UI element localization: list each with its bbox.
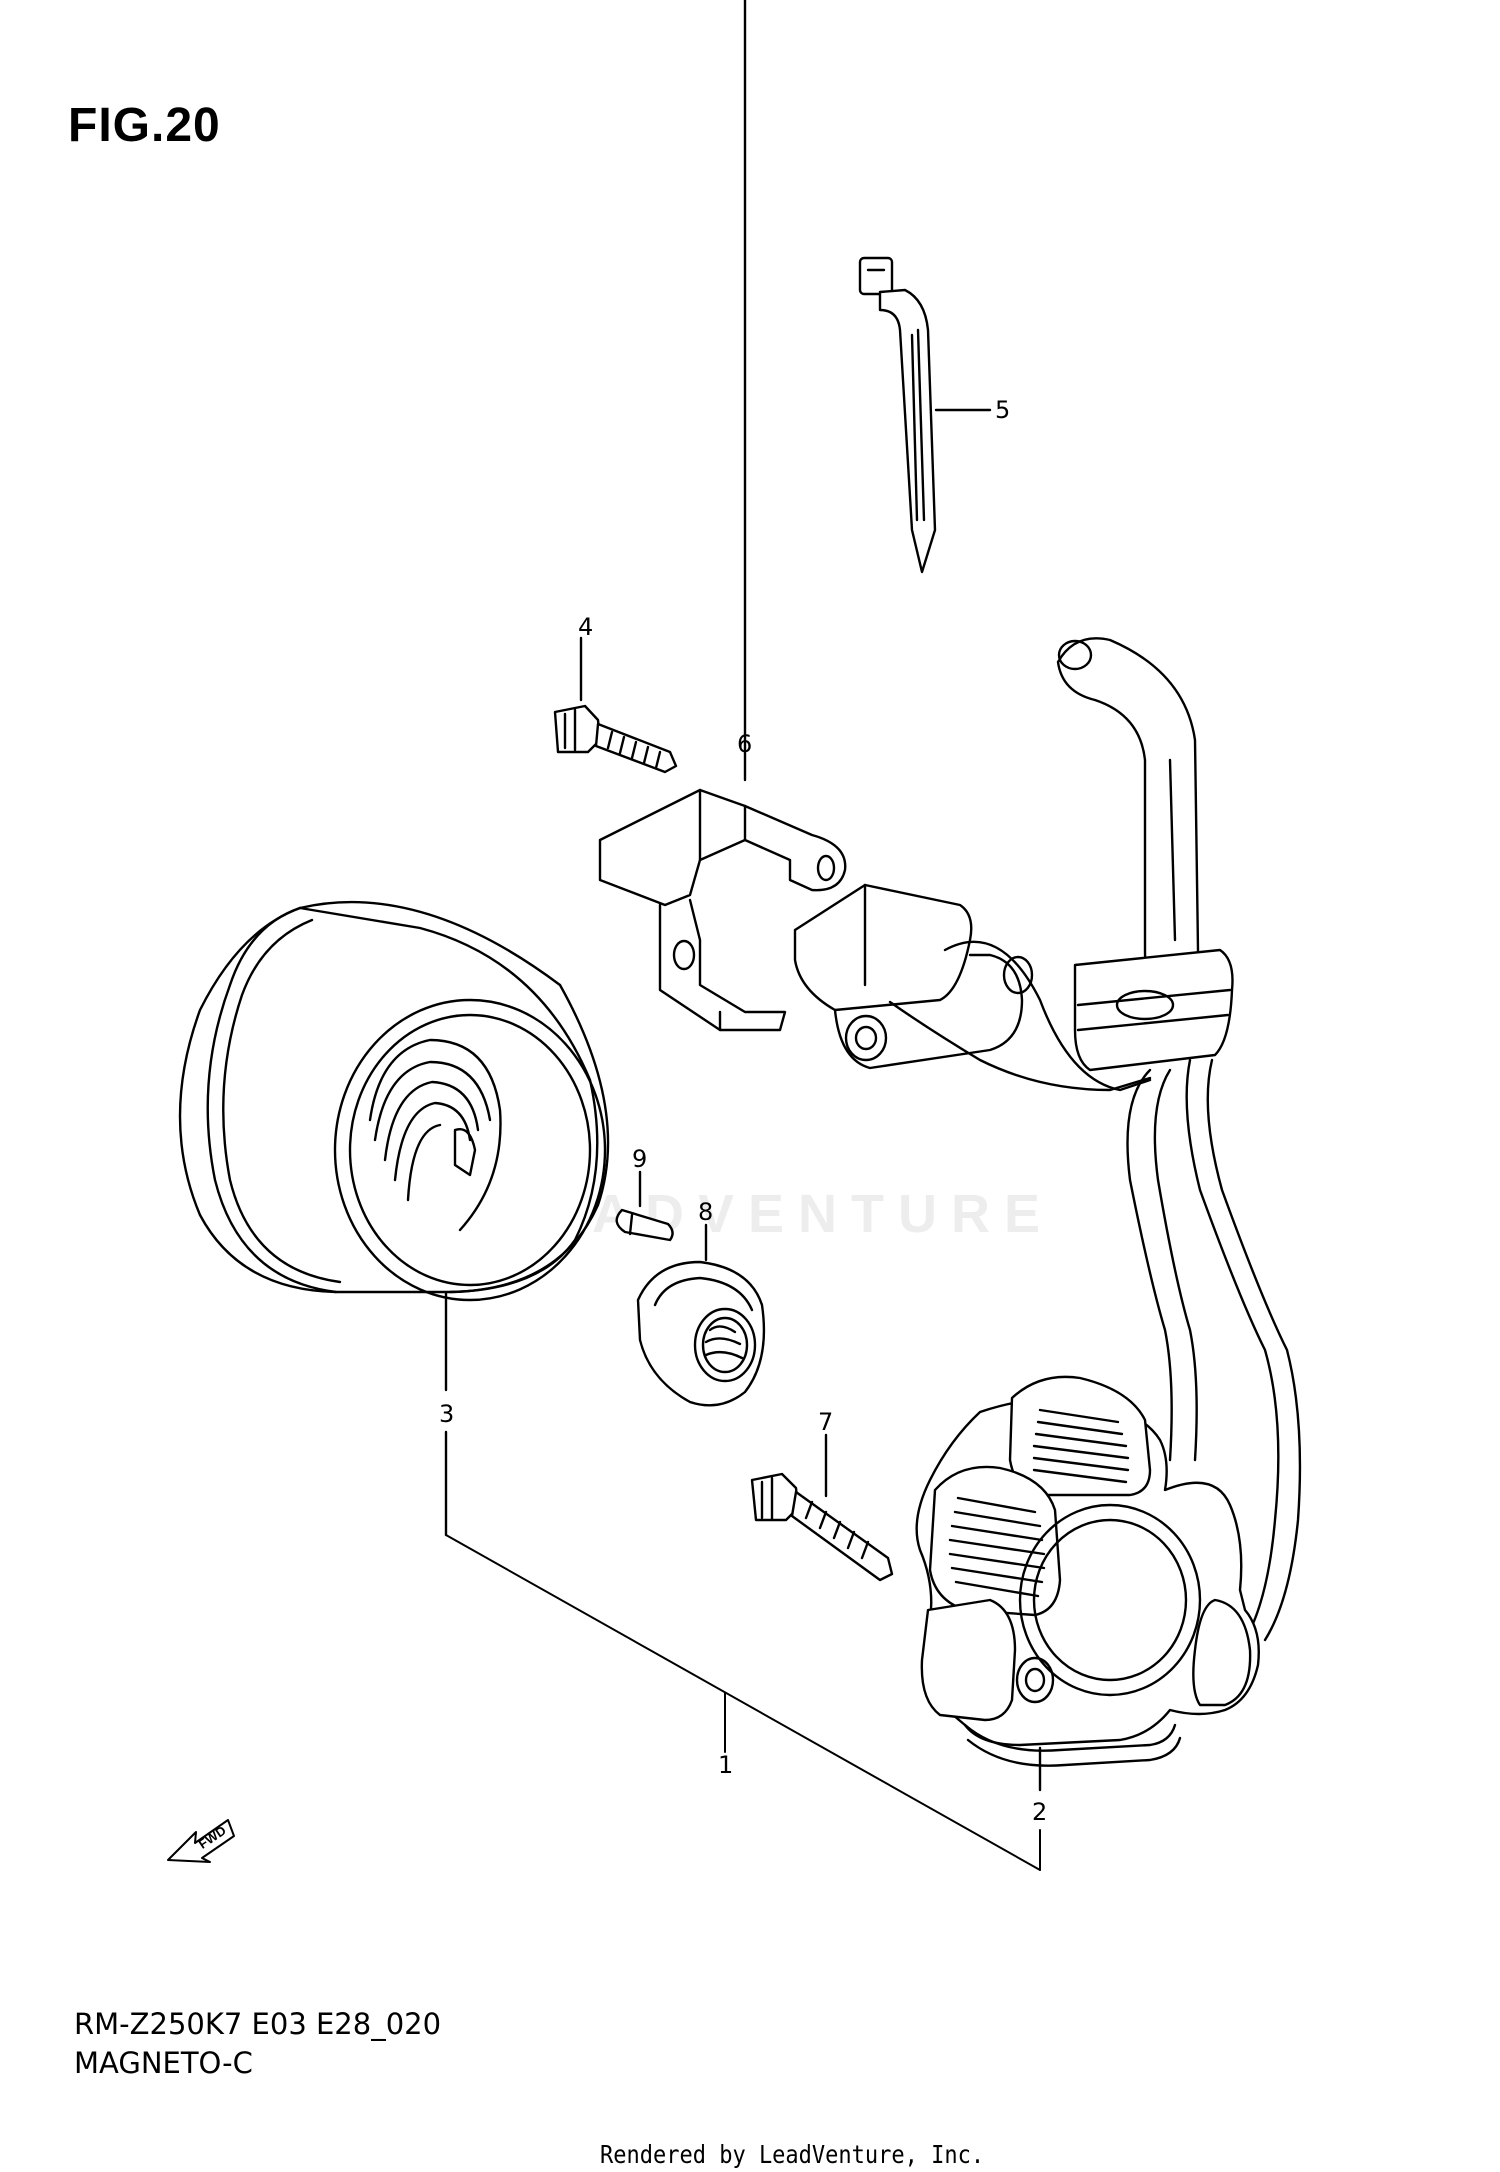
section-name: MAGNETO-C xyxy=(74,2046,253,2080)
rotor-part[interactable] xyxy=(178,900,610,1302)
callout-8: 8 xyxy=(698,1198,713,1226)
key-part[interactable] xyxy=(615,1208,674,1242)
callout-2: 2 xyxy=(1032,1798,1047,1826)
model-code: RM-Z250K7 E03 E28_020 xyxy=(74,2007,442,2041)
callout-3: 3 xyxy=(439,1400,454,1428)
cable-tie-part[interactable] xyxy=(858,256,937,574)
callout-6: 6 xyxy=(737,730,752,758)
callout-1: 1 xyxy=(718,1751,733,1779)
bolt-part-4[interactable] xyxy=(553,704,678,774)
bolt-part-7[interactable] xyxy=(750,1472,894,1582)
callout-9: 9 xyxy=(632,1145,647,1173)
callout-4: 4 xyxy=(578,613,593,641)
render-credit: Rendered by LeadVenture, Inc. xyxy=(600,2140,985,2169)
stator-part[interactable] xyxy=(793,637,1302,1767)
callout-7: 7 xyxy=(818,1408,833,1436)
fwd-arrow-icon xyxy=(167,1819,235,1863)
callout-5: 5 xyxy=(995,396,1010,424)
figure-title: FIG.20 xyxy=(68,99,221,152)
nut-part[interactable] xyxy=(636,1260,766,1407)
bracket-part[interactable] xyxy=(598,788,847,1032)
